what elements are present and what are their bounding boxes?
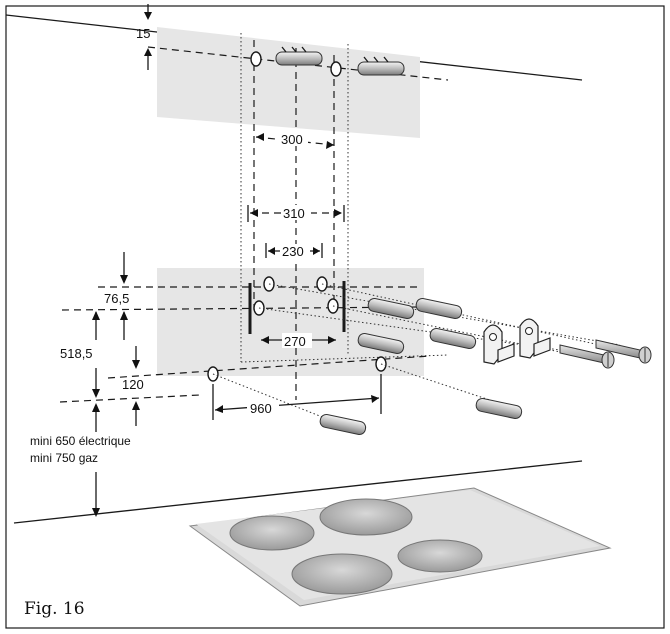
screw-2: [595, 339, 652, 364]
burner-front-right: [397, 539, 483, 573]
min-height-electric: mini 650 électrique: [30, 434, 131, 448]
upper-dowel-right: [357, 56, 405, 76]
burner-rear-left: [229, 515, 315, 551]
worktop-line: [13, 460, 583, 524]
dim-label-upper-hole-spacing: 300: [281, 132, 303, 147]
dim-height-difference: 518,5: [60, 311, 100, 398]
trajectory-5: [212, 373, 331, 421]
trajectory-3: [258, 307, 561, 351]
burner-rear-right: [319, 498, 413, 536]
dim-upper-hole-spacing: 300: [255, 131, 335, 149]
upper-drill-zone: [157, 27, 420, 138]
screw-1: [559, 344, 615, 369]
dim-bracket-inner: 230: [265, 243, 323, 259]
dim-label-lower-hole-spacing: 270: [284, 334, 306, 349]
min-height-gas: mini 750 gaz: [30, 451, 98, 465]
dim-label-bottom-offset: 120: [122, 377, 144, 392]
dim-bottom-offset: 120: [122, 346, 144, 426]
lower-drill-zone: [157, 268, 424, 376]
burner-front-left: [291, 553, 393, 595]
lower-dowel-left: [319, 413, 367, 436]
trajectory-4: [332, 305, 601, 361]
wall-bracket-left: [483, 324, 515, 365]
figure-frame: [5, 5, 665, 629]
trajectory-6: [380, 363, 521, 411]
dim-lower-hole-spacing: 270: [261, 333, 336, 349]
bracket-dowel-3: [357, 332, 405, 355]
lower-dowel-right: [475, 397, 523, 420]
upper-hole-right: [330, 61, 342, 77]
bracket-dowel-2: [415, 297, 463, 320]
bracket-dowel-1: [367, 297, 415, 320]
dim-minimum-height: mini 650 électrique mini 750 gaz: [30, 403, 131, 517]
upper-dowel-left: [275, 46, 323, 66]
dim-label-bracket-outer: 310: [283, 206, 305, 221]
lower-axis-lower: [59, 394, 201, 403]
guide-hood-bottom: [240, 354, 449, 363]
figure-label: Fig. 16: [24, 599, 85, 619]
dim-top-offset: 15: [136, 4, 152, 70]
cooktop: [188, 487, 612, 607]
wall-bracket-right: [519, 318, 551, 359]
dim-label-bottom-hole-spacing: 960: [250, 401, 272, 416]
bracket-dowel-4: [429, 327, 477, 350]
dim-label-bracket-offset: 76,5: [104, 291, 129, 306]
dim-bracket-outer: 310: [247, 205, 345, 222]
trajectory-1: [268, 283, 621, 346]
dim-bottom-hole-spacing: 960: [212, 374, 382, 420]
upper-hole-left: [250, 51, 262, 67]
dim-bracket-offset: 76,5: [104, 252, 129, 340]
dim-label-bracket-inner: 230: [282, 244, 304, 259]
dim-label-height-difference: 518,5: [60, 346, 93, 361]
dim-label-top-offset: 15: [136, 26, 150, 41]
